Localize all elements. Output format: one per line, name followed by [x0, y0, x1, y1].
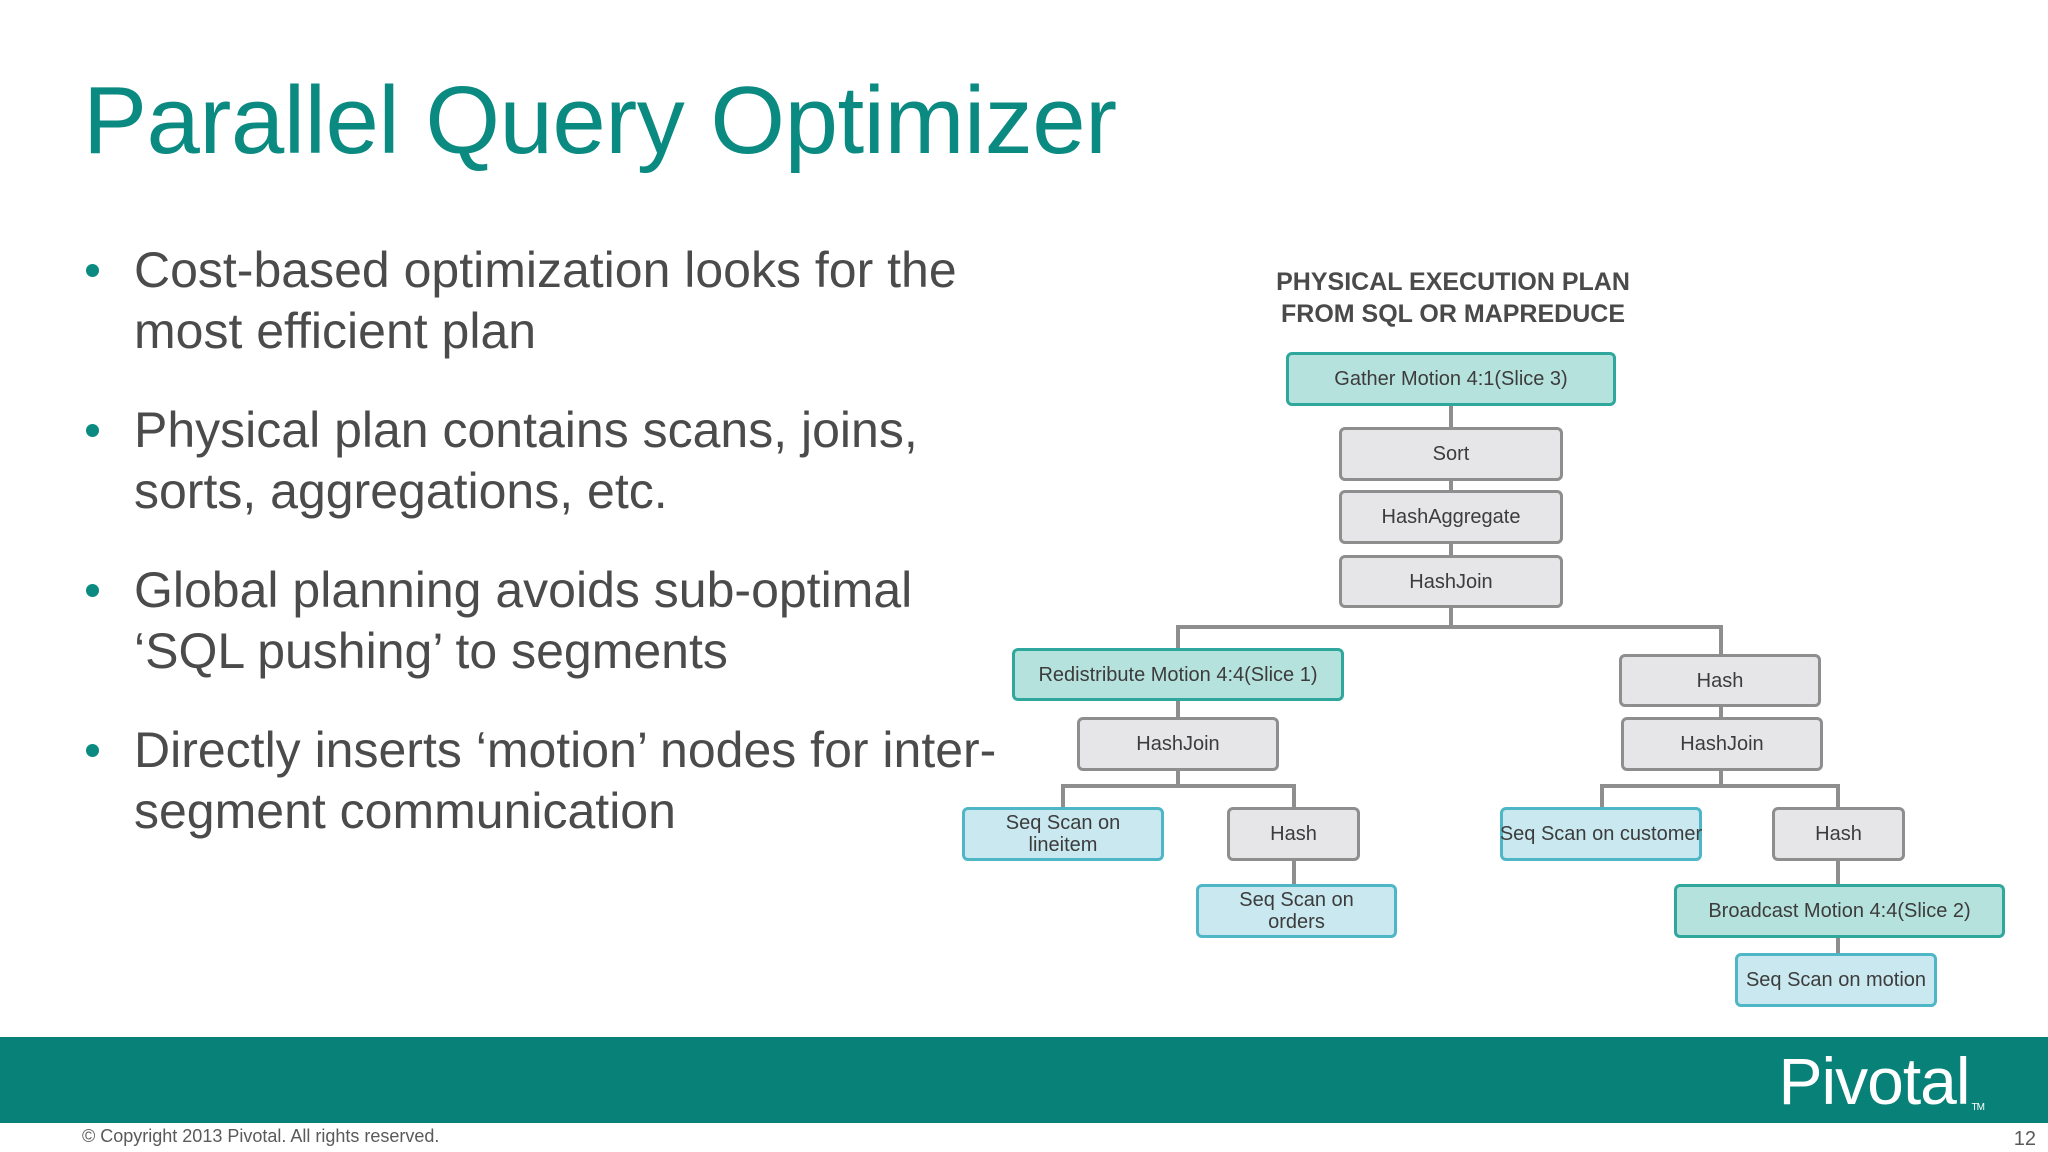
bullet-dot-icon [86, 744, 99, 757]
plan-node-hash-left: Hash [1227, 807, 1360, 861]
plan-node-label: Sort [1432, 443, 1470, 465]
plan-node-label: Seq Scan on customer [1499, 823, 1703, 845]
slide-title: Parallel Query Optimizer [83, 67, 1117, 174]
diagram-title-line: FROM SQL OR MAPREDUCE [1281, 300, 1625, 328]
plan-node-label: Broadcast Motion 4:4(Slice 2) [1708, 900, 1971, 922]
plan-node-label: Hash [1696, 669, 1744, 692]
plan-node-label: HashJoin [1409, 570, 1493, 593]
bullet-dot-icon [86, 264, 99, 277]
bullet-list: Cost-based optimization looks for the mo… [84, 240, 1004, 880]
plan-node-label: HashAggregate [1381, 506, 1521, 528]
plan-node-label: Seq Scan on orders [1239, 889, 1354, 933]
bullet-text: Global planning avoids sub-optimal ‘SQL … [134, 562, 913, 679]
bullet-item: Physical plan contains scans, joins, sor… [84, 400, 1004, 522]
plan-node-gather-motion: Gather Motion 4:1(Slice 3) [1286, 352, 1616, 406]
plan-node-seq-scan-motion: Seq Scan on motion [1735, 953, 1937, 1007]
plan-node-broadcast-motion: Broadcast Motion 4:4(Slice 2) [1674, 884, 2005, 938]
plan-node-label: Seq Scan on motion [1745, 969, 1927, 991]
plan-node-seq-scan-customer: Seq Scan on customer [1500, 807, 1702, 861]
plan-node-sort: Sort [1339, 427, 1563, 481]
plan-node-label: Hash [1815, 823, 1862, 845]
copyright-text: © Copyright 2013 Pivotal. All rights res… [82, 1126, 440, 1146]
bullet-text: Physical plan contains scans, joins, sor… [134, 402, 918, 519]
plan-node-label: Redistribute Motion 4:4(Slice 1) [1038, 663, 1318, 686]
plan-node-label: Gather Motion 4:1(Slice 3) [1334, 368, 1568, 390]
logo-text: Pivotal [1778, 1044, 1970, 1118]
diagram-title: PHYSICAL EXECUTION PLAN FROM SQL OR MAPR… [1203, 266, 1703, 330]
footer-band [0, 1037, 2048, 1123]
bullet-text: Cost-based optimization looks for the mo… [134, 242, 957, 359]
diagram-title-line: PHYSICAL EXECUTION PLAN [1276, 268, 1630, 296]
bullet-text: Directly inserts ‘motion’ nodes for inte… [134, 722, 997, 839]
bullet-item: Global planning avoids sub-optimal ‘SQL … [84, 560, 1004, 682]
plan-node-label: HashJoin [1680, 733, 1764, 755]
bullet-item: Directly inserts ‘motion’ nodes for inte… [84, 720, 1004, 842]
trademark-mark: TM [1971, 1102, 1985, 1113]
page-number: 12 [2013, 1128, 2036, 1150]
bullet-dot-icon [86, 424, 99, 437]
plan-node-label: Seq Scan on lineitem [1005, 812, 1121, 856]
plan-node-label: Hash [1270, 823, 1317, 845]
bullet-dot-icon [86, 584, 99, 597]
plan-node-hash-aggregate: HashAggregate [1339, 490, 1563, 544]
plan-node-hash-right-top: Hash [1619, 654, 1821, 707]
plan-node-seq-scan-orders: Seq Scan on orders [1196, 884, 1397, 938]
bullet-item: Cost-based optimization looks for the mo… [84, 240, 1004, 362]
plan-node-hash-join-left: HashJoin [1077, 717, 1279, 771]
plan-node-label: HashJoin [1136, 733, 1220, 755]
plan-node-seq-scan-lineitem: Seq Scan on lineitem [962, 807, 1164, 861]
plan-node-hash-right: Hash [1772, 807, 1905, 861]
plan-node-hash-join-top: HashJoin [1339, 555, 1563, 608]
plan-node-redistribute-motion: Redistribute Motion 4:4(Slice 1) [1012, 648, 1344, 701]
plan-node-hash-join-right: HashJoin [1621, 717, 1823, 771]
